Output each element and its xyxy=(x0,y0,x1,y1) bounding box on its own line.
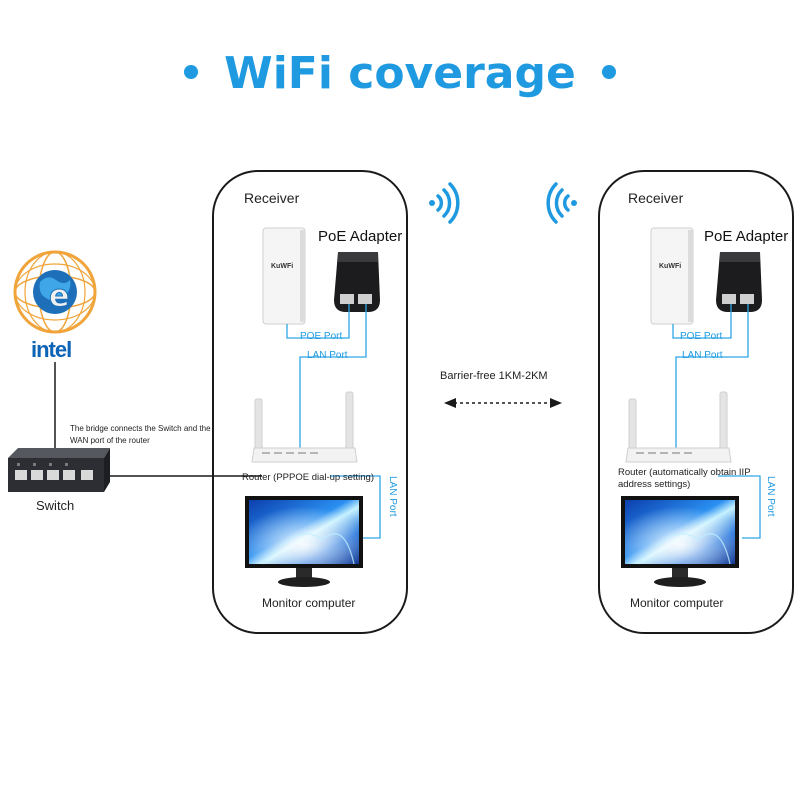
right-monitor-label: Monitor computer xyxy=(630,596,724,610)
left-router xyxy=(251,391,358,463)
right-poe-adapter-label: PoE Adapter xyxy=(704,228,789,245)
left-cables xyxy=(286,304,381,539)
switch-icon xyxy=(8,448,110,492)
left-receiver-label: Receiver xyxy=(244,190,300,206)
wifi-signal-icon-right xyxy=(429,182,460,224)
svg-text:e: e xyxy=(49,279,69,314)
title-text: WiFi coverage xyxy=(224,48,576,99)
switch-label: Switch xyxy=(36,498,75,513)
left-monitor-label: Monitor computer xyxy=(262,596,356,610)
right-monitor xyxy=(621,496,739,587)
right-poe-adapter xyxy=(716,252,762,312)
right-device-brand: KuWFi xyxy=(659,263,682,270)
right-lan-port-vertical-label: LAN Port xyxy=(765,476,776,517)
bullet-dot-left xyxy=(184,65,199,79)
left-poe-adapter xyxy=(334,252,380,312)
right-cables xyxy=(672,304,761,539)
intel-logo: intel xyxy=(31,337,72,362)
left-lan-port-vertical-label: LAN Port xyxy=(387,476,398,517)
wifi-signal-icon-left xyxy=(546,182,577,224)
bridge-note: The bridge connects the Switch and the W… xyxy=(70,424,211,445)
left-monitor xyxy=(245,496,363,587)
distance-arrow xyxy=(444,398,562,408)
left-poe-port-label: POE Port xyxy=(300,331,343,342)
right-router-label: Router (automatically obtain IIP address… xyxy=(618,467,751,490)
right-lan-port-label: LAN Port xyxy=(682,350,723,361)
bullet-dot-right xyxy=(601,65,616,79)
left-router-label: Router (PPPOE dial-up setting) xyxy=(242,472,375,483)
distance-label: Barrier-free 1KM-2KM xyxy=(440,370,548,382)
left-device-brand: KuWFi xyxy=(271,263,294,270)
right-receiver-label: Receiver xyxy=(628,190,684,206)
left-lan-port-label: LAN Port xyxy=(307,350,348,361)
right-cpe-device xyxy=(650,227,694,325)
globe-icon: e xyxy=(13,250,97,334)
left-poe-adapter-label: PoE Adapter xyxy=(318,228,403,245)
page-title: WiFi coverage xyxy=(0,48,800,99)
right-router xyxy=(625,391,732,463)
right-poe-port-label: POE Port xyxy=(680,331,723,342)
left-cpe-device xyxy=(262,227,306,325)
